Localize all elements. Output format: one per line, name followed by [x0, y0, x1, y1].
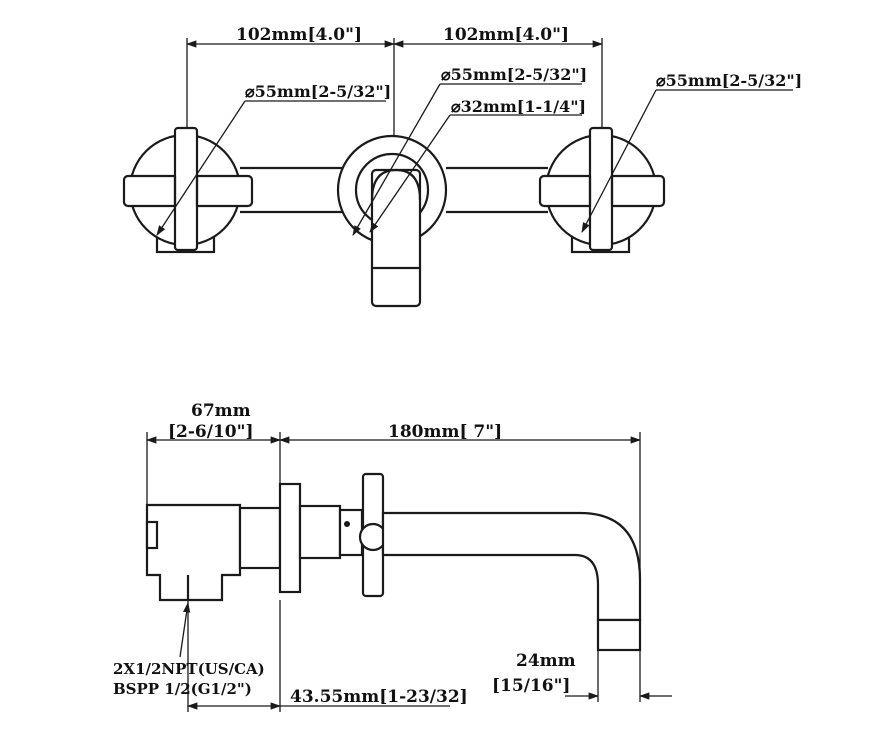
wall-plate: [278, 482, 302, 594]
depth-label-mm: 67mm: [191, 401, 251, 421]
spout-top: [336, 134, 448, 308]
connection-note-line1: 2X1/2NPT(US/CA): [113, 660, 265, 678]
valve-stem-housing: [238, 506, 282, 570]
outlet-label-mm: 24mm: [516, 651, 576, 671]
left-cross-handle: [122, 126, 254, 254]
wall-offset-label: 43.55mm[1-23/32]: [290, 687, 468, 707]
spout-diameter-label: ⌀32mm[1-1/4"]: [451, 97, 586, 116]
set-screw: [344, 521, 350, 527]
connection-note-line2: BSPP 1/2(G1/2"): [113, 680, 252, 698]
valve-side-port: [145, 520, 159, 550]
right-handle-diameter-label: ⌀55mm[2-5/32"]: [656, 71, 802, 90]
spout-aerator: [596, 618, 642, 652]
depth-label-in: [2-6/10"]: [168, 422, 254, 442]
left-handle-arm-vertical: [173, 126, 199, 252]
handle-hub: [338, 508, 364, 557]
top-view: 102mm[4.0"] 102mm[4.0"] ⌀55mm[2-5/32"] ⌀…: [122, 25, 802, 308]
right-spacing-label: 102mm[4.0"]: [443, 25, 569, 45]
valve-body: [145, 503, 282, 602]
reach-label: 180mm[ 7"]: [388, 422, 502, 442]
right-handle-arm-vertical: [588, 126, 614, 252]
spout-plate-diameter-label: ⌀55mm[2-5/32"]: [441, 65, 587, 84]
left-handle-diameter-label: ⌀55mm[2-5/32"]: [245, 82, 391, 101]
outlet-label-in: [15/16"]: [492, 676, 570, 696]
valve-body-outline: [145, 503, 242, 602]
connection-leader: [179, 601, 191, 658]
faucet-body: [298, 504, 342, 560]
right-cross-handle: [538, 126, 666, 254]
side-view: 67mm [2-6/10"] 180mm[ 7"] 24mm [15/16"] …: [113, 401, 672, 712]
spout-side: [381, 511, 642, 622]
left-spacing-label: 102mm[4.0"]: [236, 25, 362, 45]
